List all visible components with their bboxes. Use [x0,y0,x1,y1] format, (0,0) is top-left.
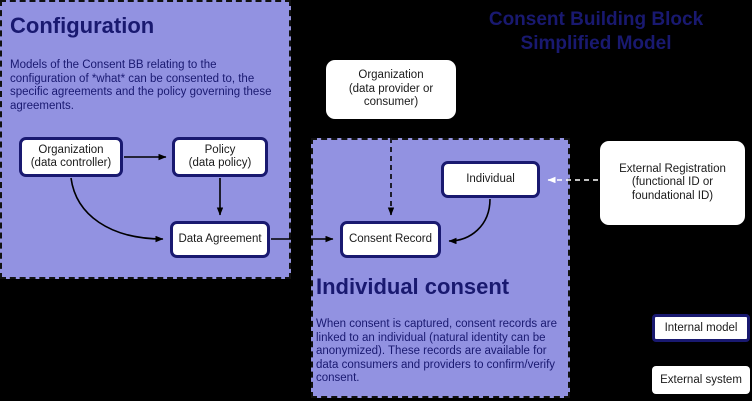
node-external-reg-line-3: foundational ID) [631,189,714,202]
region-individual-consent-body: When consent is captured, consent record… [316,318,557,384]
legend-external-label: External system [660,374,742,386]
page-title-line-2: Simplified Model [520,33,672,54]
node-organization-data-controller[interactable]: Organization (data controller) [19,137,123,177]
node-policy-line-1: Policy [204,143,236,156]
node-data-agreement-label: Data Agreement [178,232,262,245]
node-data-agreement[interactable]: Data Agreement [170,221,270,258]
node-individual[interactable]: Individual [441,161,540,198]
node-policy[interactable]: Policy (data policy) [172,137,268,177]
page-title: Consent Building Block Simplified Model [440,8,752,56]
node-organization-data-provider-or-consumer[interactable]: Organization (data provider or consumer) [326,60,456,119]
node-external-reg-line-1: External Registration [619,162,726,175]
node-consent-record-label: Consent Record [348,232,433,245]
node-consent-record[interactable]: Consent Record [340,221,441,258]
node-external-registration[interactable]: External Registration (functional ID or … [600,141,745,225]
node-org-controller-line-2: (data controller) [30,157,112,169]
region-individual-consent-title: Individual consent [316,274,510,299]
node-policy-line-2: (data policy) [188,157,252,169]
legend-item-external-system: External system [652,366,750,394]
node-org-controller-line-1: Organization [38,143,104,156]
node-individual-label: Individual [466,172,515,185]
page-title-line-1: Consent Building Block [488,9,704,30]
node-org-provider-line-1: Organization [358,69,424,82]
node-org-provider-line-2: (data provider or [348,82,434,95]
node-external-reg-line-2: (functional ID or [631,176,714,189]
legend-internal-label: Internal model [664,322,738,334]
region-configuration-body: Models of the Consent BB relating to the… [10,59,272,112]
node-org-provider-line-3: consumer) [363,96,419,109]
region-configuration-title: Configuration [10,13,155,38]
legend-item-internal-model: Internal model [652,314,750,342]
